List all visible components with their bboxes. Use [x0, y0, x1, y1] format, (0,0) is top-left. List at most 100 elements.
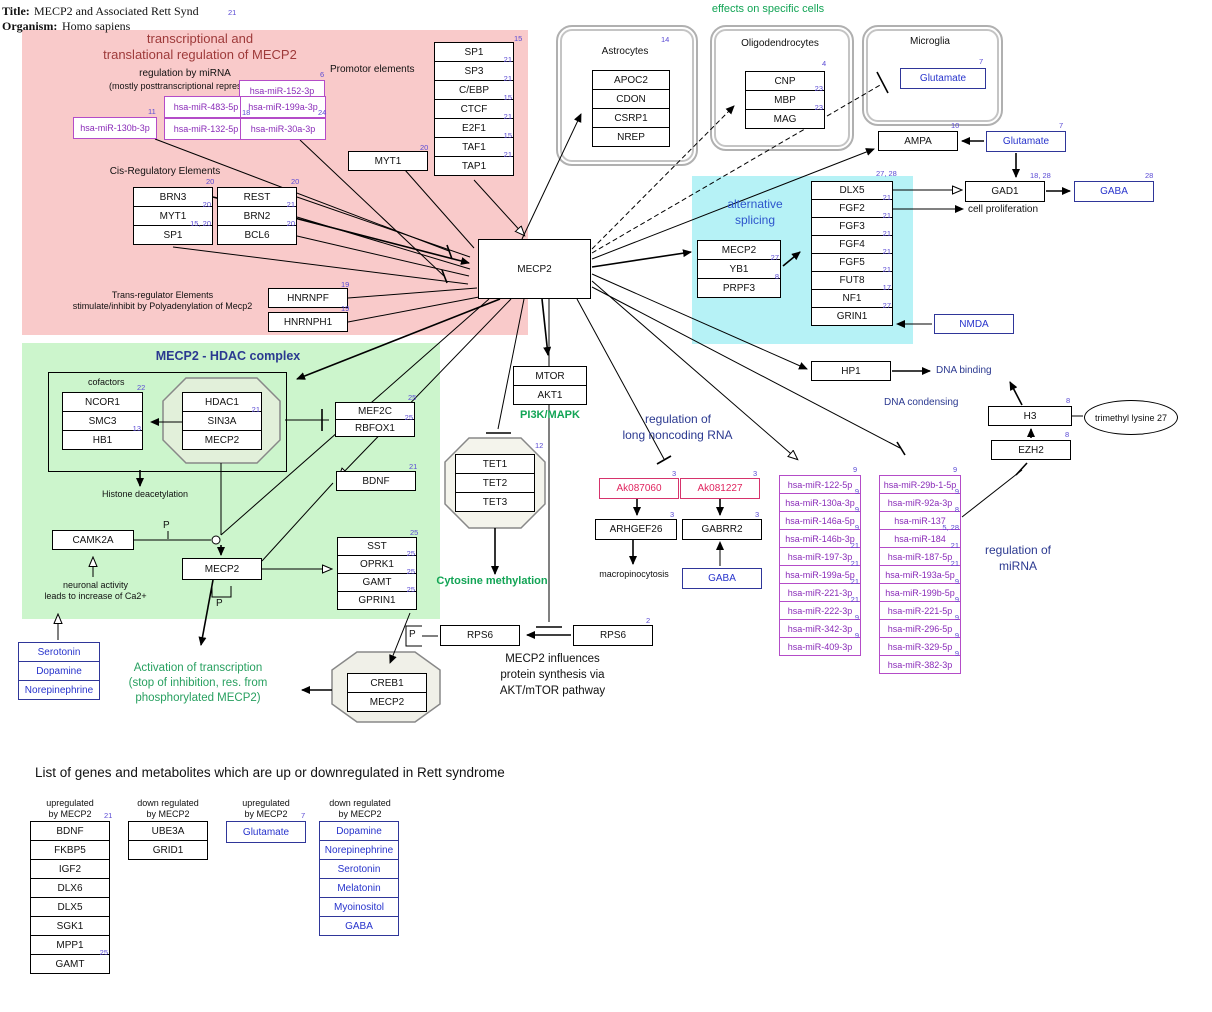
node-gaba-lnc[interactable]: GABA [682, 568, 762, 589]
node-grid1[interactable]: GRID1 [128, 840, 208, 860]
node-rps6-a[interactable]: RPS6 [440, 625, 520, 646]
node-glutamate-right[interactable]: Glutamate [986, 131, 1066, 152]
node-camk2a[interactable]: CAMK2A [52, 530, 134, 550]
node-gaba[interactable]: GABA [319, 916, 399, 936]
node-gaba-right[interactable]: GABA [1074, 181, 1154, 202]
node-tet3[interactable]: TET3 [455, 492, 535, 512]
node-myoinositol[interactable]: Myoinositol [319, 897, 399, 917]
node-myt1-promoter[interactable]: MYT1 [348, 151, 428, 171]
node-igf2[interactable]: IGF2 [30, 859, 110, 879]
node-nrep[interactable]: NREP [592, 127, 670, 147]
node-nmda[interactable]: NMDA [934, 314, 1014, 334]
node-hsa-mir-409-3p[interactable]: hsa-miR-409-3p [779, 637, 861, 656]
node-mecp2[interactable]: MECP2 [182, 430, 262, 450]
node-serotonin[interactable]: Serotonin [319, 859, 399, 879]
node-gamt[interactable]: GAMT [30, 954, 110, 974]
node-ncor1[interactable]: NCOR1 [62, 392, 143, 412]
node-serotonin[interactable]: Serotonin [18, 642, 100, 662]
node-csrp1[interactable]: CSRP1 [592, 108, 670, 128]
node-hnrnpf[interactable]: HNRNPF [268, 288, 348, 308]
node-gabrr2[interactable]: GABRR2 [682, 519, 762, 540]
node-mecp2-green[interactable]: MECP2 [182, 558, 262, 580]
node-mecp2-central[interactable]: MECP2 [478, 239, 591, 299]
node-dopamine[interactable]: Dopamine [319, 821, 399, 841]
node-rps6-b[interactable]: RPS6 [573, 625, 653, 646]
node-ak081227[interactable]: Ak081227 [680, 478, 760, 499]
node-hb1[interactable]: HB1 [62, 430, 143, 450]
node-hsa-mir-132-5p[interactable]: hsa-miR-132-5p [164, 118, 248, 140]
node-hsa-mir-199a-3p[interactable]: hsa-miR-199a-3p [240, 96, 326, 118]
node-melatonin[interactable]: Melatonin [319, 878, 399, 898]
node-bdnf[interactable]: BDNF [30, 821, 110, 841]
node-fkbp5[interactable]: FKBP5 [30, 840, 110, 860]
node-ezh2[interactable]: EZH2 [991, 440, 1071, 460]
node-hp1[interactable]: HP1 [811, 361, 891, 381]
node-hsa-mir-130b-3p[interactable]: hsa-miR-130b-3p [73, 117, 157, 139]
node-arhgef26[interactable]: ARHGEF26 [595, 519, 677, 540]
node-ak087060[interactable]: Ak087060 [599, 478, 679, 499]
node-ube3a[interactable]: UBE3A [128, 821, 208, 841]
node-gprin1[interactable]: GPRIN1 [337, 591, 417, 610]
node-akt1[interactable]: AKT1 [513, 385, 587, 405]
node-grin1[interactable]: GRIN1 [811, 307, 893, 326]
node-gad1[interactable]: GAD1 [965, 181, 1045, 202]
node-hsa-mir-30a-3p[interactable]: hsa-miR-30a-3p [240, 118, 326, 140]
node-mag[interactable]: MAG [745, 109, 825, 129]
node-cdon[interactable]: CDON [592, 89, 670, 109]
node-glutamate[interactable]: Glutamate [226, 821, 306, 843]
node-mtor[interactable]: MTOR [513, 366, 587, 386]
node-creb1[interactable]: CREB1 [347, 673, 427, 693]
node-bcl6[interactable]: BCL6 [217, 225, 297, 245]
node-hnrnph1[interactable]: HNRNPH1 [268, 312, 348, 332]
node-sin3a[interactable]: SIN3A [182, 411, 262, 431]
node-bdnf[interactable]: BDNF [336, 471, 416, 491]
node-hsa-mir-382-3p[interactable]: hsa-miR-382-3p [879, 655, 961, 674]
node-dlx5[interactable]: DLX5 [30, 897, 110, 917]
node-norepinephrine[interactable]: Norepinephrine [18, 680, 100, 700]
node-sp1[interactable]: SP1 [133, 225, 213, 245]
node-norepinephrine[interactable]: Norepinephrine [319, 840, 399, 860]
node-tet1[interactable]: TET1 [455, 454, 535, 474]
node-tet2[interactable]: TET2 [455, 473, 535, 493]
node-prpf3[interactable]: PRPF3 [697, 278, 781, 298]
node-apoc2[interactable]: APOC2 [592, 70, 670, 90]
node-sgk1[interactable]: SGK1 [30, 916, 110, 936]
